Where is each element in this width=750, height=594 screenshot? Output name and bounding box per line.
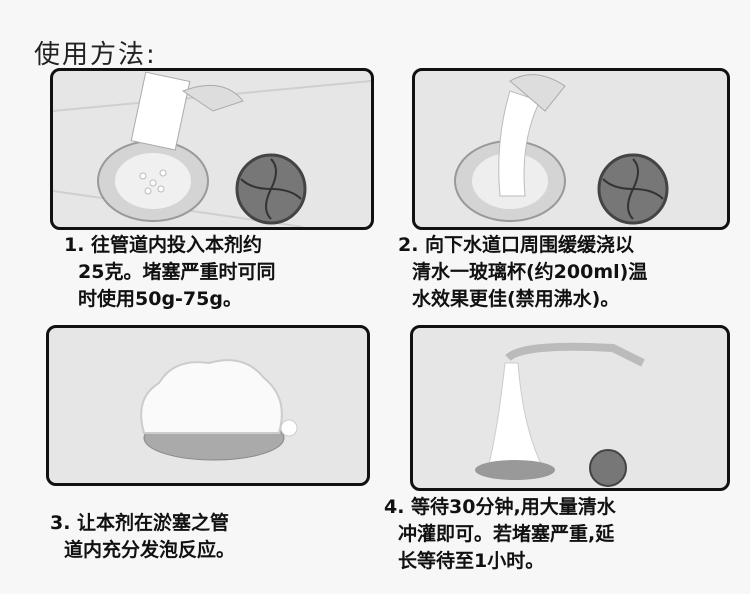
- step-1-line: 1. 往管道内投入本剂约: [64, 234, 263, 256]
- step-4-illustration: [410, 325, 730, 491]
- step-4-line: 长等待至1小时。: [398, 550, 545, 572]
- step-3-line: 道内充分发泡反应。: [64, 539, 236, 561]
- step-2-line: 清水一玻璃杯(约200ml)温: [412, 261, 648, 283]
- step-2-text: 2. 向下水道口周围缓缓浇以 清水一玻璃杯(约200ml)温 水效果更佳(禁用沸…: [398, 232, 647, 313]
- step-1-line: 25克。堵塞严重时可同: [78, 261, 276, 283]
- step-2-illustration: [412, 68, 730, 230]
- step-1-text: 1. 往管道内投入本剂约 25克。堵塞严重时可同 时使用50g-75g。: [64, 232, 275, 313]
- step-3-line: 3. 让本剂在淤塞之管: [50, 512, 230, 534]
- step-2-line: 水效果更佳(禁用沸水)。: [412, 288, 620, 310]
- step-4-line: 冲灌即可。若堵塞严重,延: [398, 523, 615, 545]
- step-1-line: 时使用50g-75g。: [78, 288, 242, 310]
- step-3-text: 3. 让本剂在淤塞之管 道内充分发泡反应。: [50, 510, 235, 564]
- step-4-line: 4. 等待30分钟,用大量清水: [384, 496, 616, 518]
- step-2-line: 2. 向下水道口周围缓缓浇以: [398, 234, 635, 256]
- step-1-illustration: [50, 68, 374, 230]
- step-3-illustration: [46, 325, 370, 486]
- step-4-text: 4. 等待30分钟,用大量清水 冲灌即可。若堵塞严重,延 长等待至1小时。: [384, 494, 616, 575]
- page-title: 使用方法:: [34, 40, 157, 70]
